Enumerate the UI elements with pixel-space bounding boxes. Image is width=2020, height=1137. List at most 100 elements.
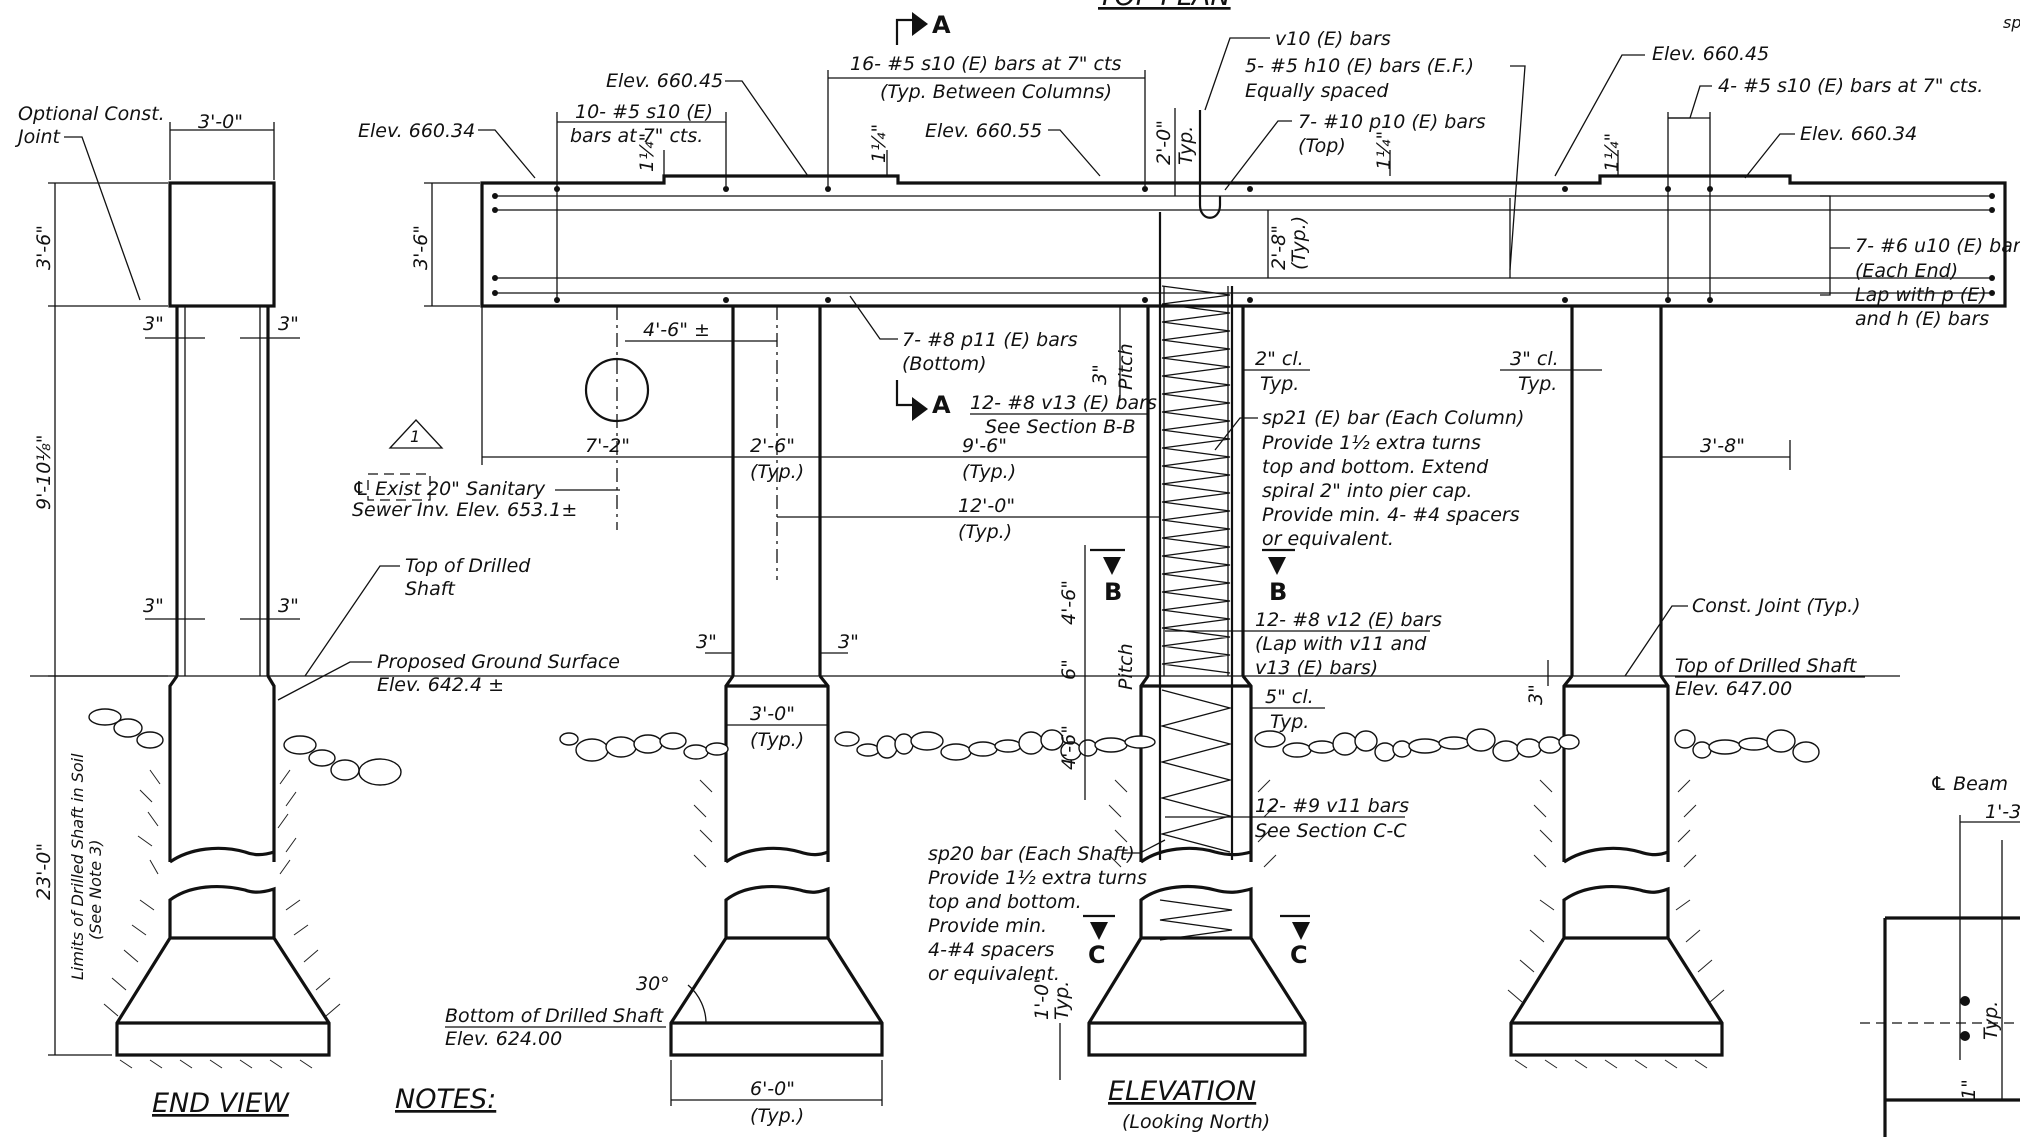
section-a-top-marker <box>895 18 915 45</box>
ground-rock <box>1308 740 1336 754</box>
limits-note-1: Limits of Drilled Shaft in Soil <box>68 753 87 980</box>
ground-rock <box>994 739 1022 753</box>
dim-9-6: 9'-6" <box>962 435 1007 457</box>
bars-u10-3: Lap with p (E) <box>1855 284 1987 306</box>
section-b-left-label: B <box>1104 578 1122 606</box>
ground-rock <box>940 743 972 761</box>
dim-1-0-typ: Typ. <box>1051 981 1073 1020</box>
ground-rock <box>1040 729 1064 751</box>
dim-12-0: 12'-0" <box>958 495 1015 517</box>
section-a-top-label: A <box>932 11 951 39</box>
sewer-label-2: Sewer Inv. Elev. 653.1± <box>352 499 577 521</box>
end-view-column-height: 9'-10⅛" <box>33 435 55 511</box>
optional-joint-1: Optional Const. <box>18 103 165 125</box>
ground-rock <box>1692 741 1712 759</box>
beam-dim: 1'-3 <box>1985 801 2020 823</box>
bars-v13-2: See Section B-B <box>985 416 1136 438</box>
elev-660-45-left: Elev. 660.45 <box>606 70 723 92</box>
bottom-shaft-1: Bottom of Drilled Shaft <box>445 1005 665 1027</box>
bars-h10-1: 5- #5 h10 (E) bars (E.F.) <box>1245 55 1474 77</box>
dim-pitch-top: Pitch <box>1115 343 1137 390</box>
bars-h10-2: Equally spaced <box>1245 80 1389 102</box>
dim-2-0-typ: Typ. <box>1175 126 1197 165</box>
bars-s10-mid-1: 16- #5 s10 (E) bars at 7" cts <box>850 53 1121 75</box>
cover-3cl: 3" cl. <box>1510 348 1559 370</box>
beam-typ: Typ. <box>1980 1001 2002 1040</box>
column-left <box>669 306 884 1057</box>
end-view-cover-br: 3" <box>278 595 299 617</box>
dim-2-6: 2'-6" <box>750 435 795 457</box>
ground-rock <box>1282 742 1312 758</box>
top-shaft-right-1: Top of Drilled Shaft <box>1675 655 1858 677</box>
bars-s10-mid-2: (Typ. Between Columns) <box>880 81 1112 103</box>
dim-1-4-b: 1¼" <box>868 124 890 163</box>
beam-1: 1" <box>1958 1079 1980 1100</box>
elev-660-34-right: Elev. 660.34 <box>1800 123 1917 145</box>
ground-label-2: Elev. 642.4 ± <box>377 674 504 696</box>
dim-3-0-typ: (Typ.) <box>750 729 804 751</box>
ground-rock <box>1516 738 1542 758</box>
bars-v13-1: 12- #8 v13 (E) bars <box>970 392 1157 414</box>
spiral-sp21-5: Provide min. 4- #4 spacers <box>1262 504 1520 526</box>
bars-u10-1: 7- #6 u10 (E) bar <box>1855 235 2020 257</box>
spiral-sp21-1: sp21 (E) bar (Each Column) <box>1262 407 1524 429</box>
dim-9-6-typ: (Typ.) <box>962 461 1016 483</box>
end-view-cover-bl: 3" <box>143 595 164 617</box>
ground-rock <box>1674 729 1696 749</box>
beam-label: ℄ Beam <box>1930 773 2008 795</box>
bars-v10: v10 (E) bars <box>1275 28 1391 50</box>
spiral-sp20-1: sp20 bar (Each Shaft) <box>928 843 1135 865</box>
bars-s10-right: 4- #5 s10 (E) bars at 7" cts. <box>1718 75 1983 97</box>
ground-rock <box>1558 734 1580 750</box>
ground-label-1: Proposed Ground Surface <box>377 651 620 673</box>
bars-u10-4: and h (E) bars <box>1855 308 1989 330</box>
beam-detail-partial: ℄ Beam 1'-3 Typ. 1" sp <box>1860 13 2020 1137</box>
ground-rock <box>1124 735 1156 749</box>
cover-2cl: 2" cl. <box>1255 348 1304 370</box>
dim-pitch-mid: Pitch <box>1115 643 1137 690</box>
revision-number: 1 <box>410 427 420 446</box>
dim-2-0: 2'-0" <box>1153 120 1175 165</box>
bars-p11-1: 7- #8 p11 (E) bars <box>902 329 1078 351</box>
cover-3cl-typ: Typ. <box>1518 373 1557 395</box>
ground-rock <box>876 735 898 759</box>
dim-6: 6" <box>1058 659 1080 680</box>
ground-rock <box>968 741 998 757</box>
section-c-left-label: C <box>1088 941 1106 969</box>
ground-rock <box>1094 737 1128 753</box>
ground-rock <box>683 744 709 760</box>
dim-4-6-upper: 4'-6" <box>1058 580 1080 625</box>
dim-7-2: 7'-2" <box>585 435 630 457</box>
cover-5cl-typ: Typ. <box>1270 711 1309 733</box>
ground-rock <box>1374 742 1396 762</box>
spiral-sp21-3: top and bottom. Extend <box>1262 456 1489 478</box>
dim-6-0-typ: (Typ.) <box>750 1105 804 1127</box>
ground-rock <box>705 742 729 756</box>
ground-rock <box>605 736 637 758</box>
ground-rock <box>910 731 944 751</box>
dim-3-8: 3'-8" <box>1700 435 1745 457</box>
dim-1-4-c: 1¼" <box>1373 131 1395 170</box>
dim-1-4-d: 1¼" <box>1601 133 1623 172</box>
end-view-cap <box>168 181 276 308</box>
ground-rock <box>1466 728 1496 752</box>
cover-2cl-typ: Typ. <box>1260 373 1299 395</box>
horizontal-dims <box>481 306 1791 1106</box>
limits-note-2: (See Note 3) <box>86 839 105 940</box>
corner-text: sp <box>2003 13 2020 32</box>
bars-v12-3: v13 (E) bars) <box>1255 657 1378 679</box>
spiral-sp21-path <box>1161 285 1231 674</box>
elevation-view: TOP PLAN <box>30 0 2020 1133</box>
elev-660-45-right: Elev. 660.45 <box>1652 43 1769 65</box>
dim-3-right-shaft: 3" <box>1525 684 1547 705</box>
bars-v12-2: (Lap with v11 and <box>1255 633 1427 655</box>
end-view-shaft <box>168 675 276 862</box>
ground-rock <box>1392 740 1412 758</box>
ground-rock <box>1792 741 1820 763</box>
dim-cap-height: 3'-6" <box>410 225 432 270</box>
ground-rock <box>1492 740 1520 762</box>
ground-rock <box>575 738 609 762</box>
dim-2-8-typ: (Typ.) <box>1288 216 1310 270</box>
end-view-title: END VIEW <box>152 1088 290 1119</box>
